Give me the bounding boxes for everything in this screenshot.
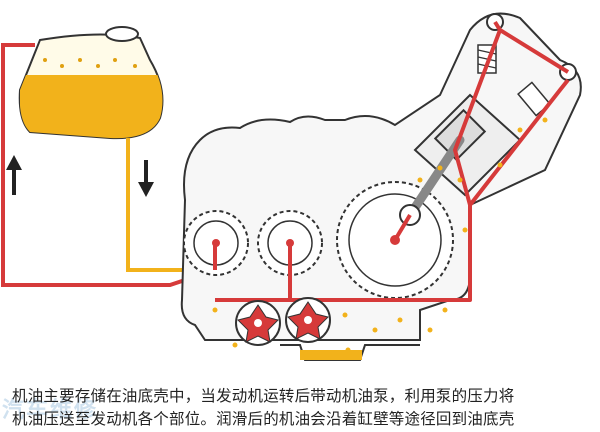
oil-pump-right [285,297,331,343]
lubrication-diagram [1,12,582,361]
pressure-gallery [213,20,570,302]
arrow-down-icon [138,160,154,197]
arrow-up-icon [6,155,22,195]
sump-oil-level [300,350,362,360]
oil-pump-left [235,300,281,346]
caption-line-1: 机油主要存储在油底壳中，当发动机运转后带动机油泵，利用泵的压力将 [12,387,515,405]
caption-line-2: 机油压送至发动机各个部位。润滑后的机油会沿着缸壁等途径回到油底壳 [12,410,515,428]
oil-tank [18,26,164,140]
oil-droplets [212,117,548,353]
